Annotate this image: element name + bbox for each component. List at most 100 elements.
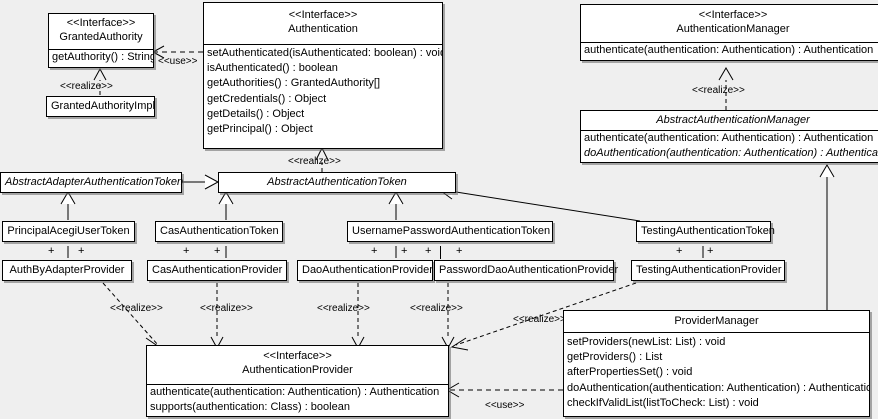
class-authentication-provider[interactable]: <<Interface>> AuthenticationProvider aut… — [146, 345, 449, 417]
class-header: <<Interface>> AuthenticationManager — [581, 5, 878, 43]
association-marker-plus: + — [183, 245, 190, 257]
association-line-username-password-to-password-dao — [440, 246, 441, 259]
member-row: authenticate(authentication: Authenticat… — [150, 386, 440, 398]
class-header: <<Interface>> AuthenticationProvider — [147, 346, 448, 385]
class-members: getAuthority() : String — [49, 50, 153, 65]
association-marker-plus: + — [48, 245, 55, 257]
class-name: AuthenticationManager — [676, 23, 790, 35]
class-username-password-authentication-token[interactable]: UsernamePasswordAuthenticationToken — [347, 221, 553, 242]
realize-arrow-password-dao-authentication-provider — [441, 283, 455, 350]
realize-arrow-cas-authentication-provider — [210, 283, 224, 350]
class-name: GrantedAuthorityImpl — [51, 100, 155, 112]
member-row: doAuthentication(authentication: Authent… — [567, 381, 869, 394]
association-lines — [67, 246, 704, 258]
member-row: getCredentials() : Object — [207, 92, 327, 105]
member-row: setProviders(newList: List) : void — [567, 336, 726, 348]
member-row: authenticate(authentication: Authenticat… — [584, 132, 874, 144]
class-granted-authority-impl[interactable]: GrantedAuthorityImpl — [46, 96, 155, 117]
class-name: AbstractAuthenticationManager — [656, 114, 810, 126]
member-row: doAuthentication(authentication: Authent… — [584, 147, 878, 160]
edge-label-realize-abstract-authentication-token: <<realize>> — [288, 156, 341, 167]
realize-arrow-dao-authentication-provider — [351, 283, 365, 350]
class-header: AuthByAdapterProvider — [3, 261, 131, 280]
member-row: afterPropertiesSet() : void — [567, 366, 693, 379]
generalization-arrow-principal-acegi-user-token — [60, 191, 76, 220]
member-row: getAuthorities() : GrantedAuthority[] — [207, 77, 381, 90]
class-header: AbstractAuthenticationToken — [219, 173, 455, 192]
realize-arrow-auth-by-adapter-provider — [102, 282, 164, 353]
association-marker-plus: + — [425, 245, 432, 257]
class-cas-authentication-provider[interactable]: CasAuthenticationProvider — [147, 260, 287, 281]
class-name: AuthByAdapterProvider — [9, 264, 125, 276]
class-header: CasAuthenticationToken — [156, 222, 282, 241]
association-marker-plus: + — [78, 245, 85, 257]
class-header: DaoAuthenticationProvider — [298, 261, 433, 280]
class-name: UsernamePasswordAuthenticationToken — [352, 225, 551, 237]
association-marker-plus: + — [707, 245, 714, 257]
class-auth-by-adapter-provider[interactable]: AuthByAdapterProvider — [2, 260, 132, 281]
edge-label-realize-auth-by-adapter-provider: <<realize>> — [110, 303, 163, 314]
class-dao-authentication-provider[interactable]: DaoAuthenticationProvider — [297, 260, 433, 281]
generalization-arrow-cas-authentication-token — [218, 191, 234, 220]
generalization-arrow-provider-manager — [819, 164, 835, 310]
member-row: getAuthority() : String — [52, 51, 153, 63]
class-testing-authentication-provider[interactable]: TestingAuthenticationProvider — [631, 260, 785, 281]
class-name: CasAuthenticationProvider — [152, 264, 283, 276]
edge-label-realize-abstract-authentication-manager: <<realize>> — [692, 85, 745, 96]
class-password-dao-authentication-provider[interactable]: PasswordDaoAuthenticationProvider — [434, 260, 619, 281]
association-marker-plus: + — [214, 245, 221, 257]
edge-label-realize-cas-authentication-provider: <<realize>> — [200, 303, 253, 314]
member-row: setAuthenticated(isAuthenticated: boolea… — [207, 47, 442, 59]
class-name: GrantedAuthority — [59, 31, 143, 43]
stereotype-label: <<Interface>> — [288, 9, 358, 21]
class-name: AuthenticationProvider — [242, 364, 353, 376]
class-header: TestingAuthenticationToken — [637, 222, 775, 241]
class-name: CasAuthenticationToken — [160, 225, 279, 237]
class-name: PrincipalAcegiUserToken — [7, 225, 130, 237]
class-members: setAuthenticated(isAuthenticated: boolea… — [204, 45, 442, 137]
association-marker-plus: + — [456, 245, 463, 257]
member-row: getProviders() : List — [567, 351, 663, 364]
class-name: TestingAuthenticationProvider — [636, 264, 782, 276]
class-header: GrantedAuthorityImpl — [47, 97, 155, 116]
class-name: TestingAuthenticationToken — [641, 225, 775, 237]
class-members: authenticate(authentication: Authenticat… — [581, 43, 878, 58]
class-abstract-authentication-manager[interactable]: AbstractAuthenticationManager authentica… — [580, 110, 878, 163]
association-marker-plus: + — [676, 245, 683, 257]
member-row: checkIfValidList(listToCheck: List) : vo… — [567, 396, 759, 409]
association-marker-plus: + — [371, 245, 378, 257]
class-name: AbstractAdapterAuthenticationToken — [5, 176, 184, 188]
class-abstract-authentication-token[interactable]: AbstractAuthenticationToken — [218, 172, 456, 193]
class-name: AbstractAuthenticationToken — [267, 176, 407, 188]
member-row: isAuthenticated() : boolean — [207, 62, 338, 75]
class-principal-acegi-user-token[interactable]: PrincipalAcegiUserToken — [2, 221, 135, 242]
class-header: TestingAuthenticationProvider — [632, 261, 784, 280]
class-provider-manager[interactable]: ProviderManager setProviders(newList: Li… — [563, 310, 870, 417]
class-members: authenticate(authentication: Authenticat… — [147, 385, 448, 415]
edge-label-realize-password-dao-authentication-provider: <<realize>> — [410, 303, 463, 314]
generalization-arrow-username-password-token — [388, 191, 404, 220]
member-row: getDetails() : Object — [207, 107, 305, 120]
class-header: AbstractAuthenticationManager — [581, 111, 878, 131]
stereotype-label: <<Interface>> — [263, 350, 332, 362]
class-granted-authority[interactable]: <<Interface>> GrantedAuthority getAuthor… — [48, 13, 154, 68]
class-header: PasswordDaoAuthenticationProvider — [435, 261, 619, 280]
stereotype-label: <<Interface>> — [66, 17, 136, 29]
class-header: AbstractAdapterAuthenticationToken — [1, 173, 184, 192]
class-testing-authentication-token[interactable]: TestingAuthenticationToken — [636, 221, 775, 242]
member-row: authenticate(authentication: Authenticat… — [584, 44, 874, 56]
generalization-arrow-testing-authentication-token — [440, 184, 641, 222]
class-header: UsernamePasswordAuthenticationToken — [348, 222, 552, 241]
edge-label-realize-testing-authentication-provider: <<realize>> — [513, 314, 566, 325]
class-name: PasswordDaoAuthenticationProvider — [439, 264, 619, 276]
use-arrow-provider-manager — [446, 382, 563, 398]
class-authentication-manager[interactable]: <<Interface>> AuthenticationManager auth… — [580, 4, 878, 61]
class-header: PrincipalAcegiUserToken — [3, 222, 134, 241]
class-name: DaoAuthenticationProvider — [302, 264, 433, 276]
class-members: authenticate(authentication: Authenticat… — [581, 131, 878, 161]
edge-label-realize-granted-authority-impl: <<realize>> — [60, 81, 113, 92]
class-abstract-adapter-authentication-token[interactable]: AbstractAdapterAuthenticationToken — [0, 172, 184, 193]
class-cas-authentication-token[interactable]: CasAuthenticationToken — [155, 221, 283, 242]
class-authentication[interactable]: <<Interface>> Authentication setAuthenti… — [203, 2, 443, 149]
